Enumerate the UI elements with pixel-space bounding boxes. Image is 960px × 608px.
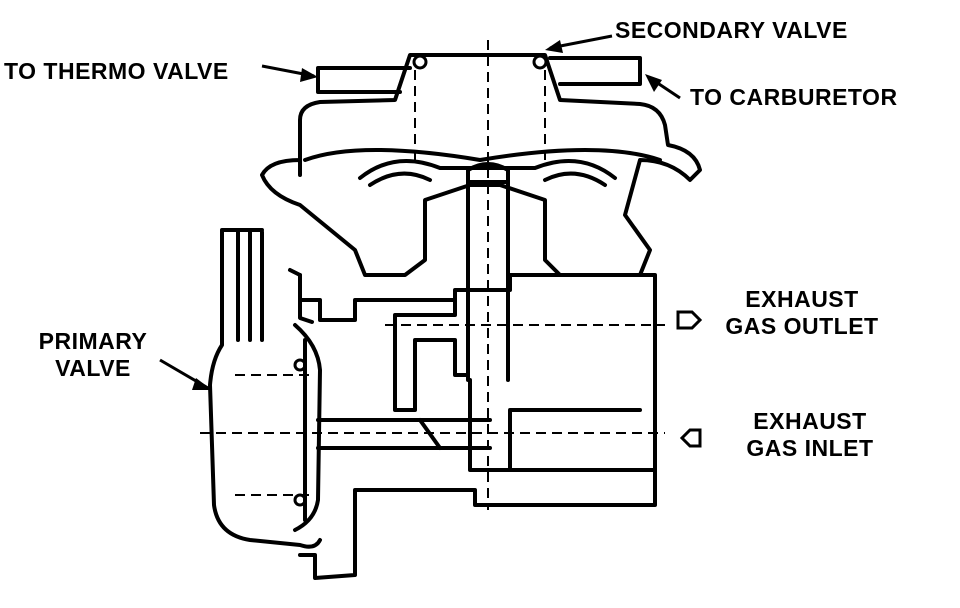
primary-valve-label-line1: PRIMARY: [38, 328, 148, 354]
inlet-flow-arrow: [679, 428, 702, 448]
inlet-passage: [468, 378, 657, 472]
carburetor-arrowhead: [645, 74, 662, 92]
exhaust-inlet-label-line2: GAS INLET: [746, 435, 874, 461]
carburetor-pipe: [548, 56, 642, 86]
thermo-pipe: [316, 66, 412, 94]
outlet-flow-arrow: [676, 310, 703, 330]
pivot-valve-top: [293, 358, 307, 372]
secondary-arrowhead: [545, 40, 563, 53]
primary-valve-label: PRIMARY VALVE: [28, 328, 158, 382]
exhaust-inlet-label-line1: EXHAUST: [753, 408, 867, 434]
primary-valve-label-line2: VALVE: [55, 355, 131, 381]
secondary-valve-spring: [368, 171, 607, 187]
exhaust-gas-outlet-label: EXHAUST GAS OUTLET: [712, 286, 892, 340]
exhaust-outlet-label-line1: EXHAUST: [745, 286, 859, 312]
primary-diaphragm: [293, 323, 322, 532]
primary-arrowhead: [192, 378, 212, 390]
to-carburetor-label: TO CARBURETOR: [690, 84, 898, 110]
primary-valve-bracket: [288, 268, 314, 324]
valve-housing-inner: [303, 148, 662, 162]
primary-valve-housing: [208, 228, 322, 549]
exhaust-outlet-label-line2: GAS OUTLET: [725, 313, 879, 339]
secondary-valve-label: SECONDARY VALVE: [615, 17, 848, 43]
pivot-right: [532, 54, 548, 70]
main-body: [298, 273, 657, 580]
pivot-valve-bottom: [293, 493, 307, 507]
exhaust-gas-inlet-label: EXHAUST GAS INLET: [725, 408, 895, 462]
outlet-passage: [393, 298, 470, 412]
thermo-arrowhead: [300, 68, 318, 82]
to-thermo-valve-label: TO THERMO VALVE: [4, 58, 229, 84]
pivot-left: [412, 54, 428, 70]
valve-housing-top: [260, 53, 702, 277]
